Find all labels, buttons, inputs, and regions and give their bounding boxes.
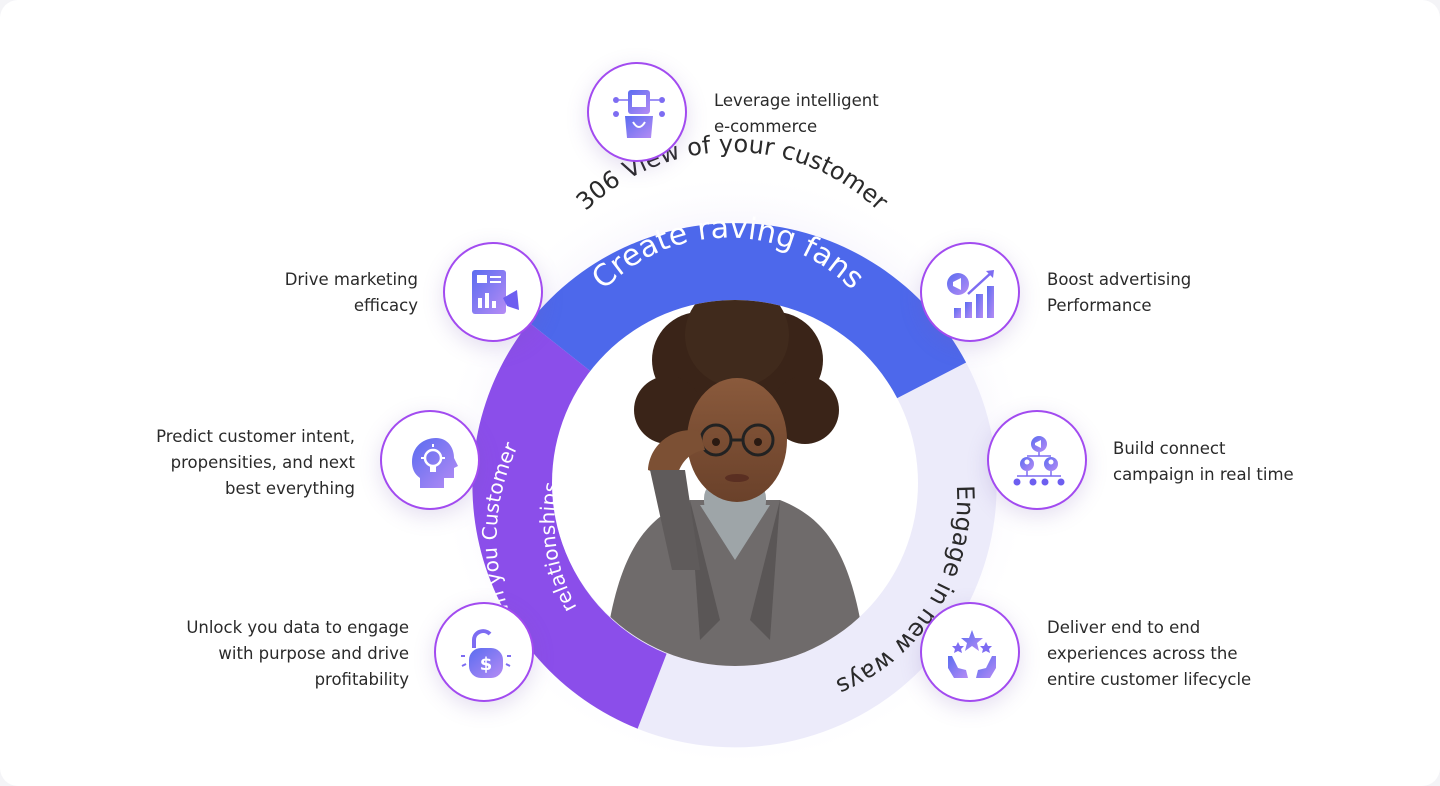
hands-stars-icon (948, 630, 996, 678)
unlocked-dollar-padlock-icon: $ (461, 629, 511, 678)
label-lifecycle: Deliver end to end experiences across th… (1047, 618, 1252, 689)
label-campaign: Build connect campaign in real time (1113, 439, 1294, 484)
label-predict: Predict customer intent, propensities, a… (156, 427, 355, 498)
woman-photo (600, 300, 870, 666)
node-predict (380, 410, 480, 510)
svg-text:$: $ (480, 654, 493, 675)
connected-people-network-icon (1013, 436, 1065, 486)
label-unlock: Unlock you data to engage with purpose a… (186, 618, 409, 689)
growth-chart-megaphone-icon (947, 270, 994, 318)
node-advertising (920, 242, 1020, 342)
marketing-report-megaphone-icon (472, 270, 519, 314)
head-lightbulb-icon (412, 438, 458, 488)
label-marketing: Drive marketing efficacy (284, 270, 418, 315)
node-lifecycle (920, 602, 1020, 702)
node-marketing (443, 242, 543, 342)
node-ecommerce (587, 62, 687, 162)
shopping-bag-network-icon (613, 90, 665, 138)
label-advertising: Boost advertising Performance (1047, 270, 1192, 315)
node-campaign (987, 410, 1087, 510)
node-unlock: $ (434, 602, 534, 702)
segment-engage (637, 362, 997, 748)
segment-create-fans (529, 223, 967, 400)
label-ecommerce: Leverage intelligent e-commerce (714, 91, 879, 136)
